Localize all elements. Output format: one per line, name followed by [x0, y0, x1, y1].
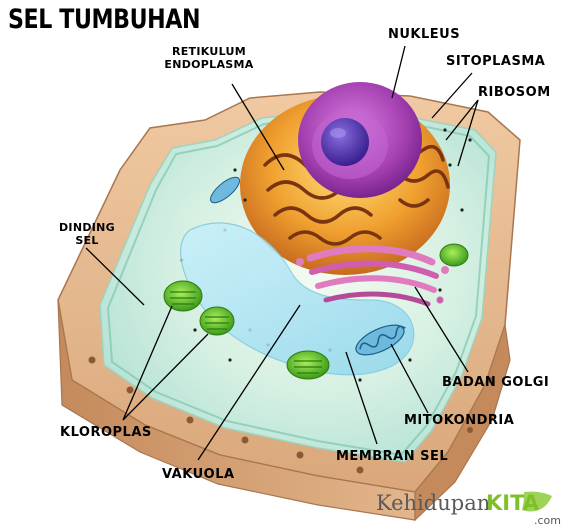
label-dinding-line2: SEL	[75, 233, 99, 247]
watermark-logo: Kehidupan KITA .com	[376, 491, 561, 527]
label-retikulum-endoplasma: RETIKULUM ENDOPLASMA	[158, 45, 260, 71]
nucleus	[298, 82, 422, 198]
label-dinding-line1: DINDING	[59, 221, 115, 234]
page-title: SEL TUMBUHAN	[8, 4, 201, 35]
mitochondria	[209, 176, 406, 356]
label-mitokondria: MITOKONDRIA	[404, 413, 515, 428]
watermark-prefix: Kehidupan	[376, 491, 490, 515]
label-badan-golgi: BADAN GOLGI	[442, 375, 550, 390]
chloroplasts	[163, 243, 469, 380]
label-ribosom: RIBOSOM	[478, 85, 551, 100]
nucleolus	[321, 118, 369, 166]
chloroplast-3	[286, 350, 330, 380]
golgi-body	[296, 245, 449, 307]
label-membran-sel: MEMBRAN SEL	[336, 449, 449, 464]
label-vakuola: VAKUOLA	[162, 467, 235, 482]
chloroplast-4	[439, 243, 469, 267]
leader-lines	[85, 45, 479, 461]
watermark-brand: KITA	[486, 491, 540, 515]
label-retikulum-line1: RETIKULUM	[171, 45, 247, 58]
label-kloroplas: KLOROPLAS	[60, 425, 152, 440]
vacuole	[180, 222, 415, 376]
chloroplast-2	[199, 306, 235, 336]
chloroplast-1	[163, 280, 203, 312]
watermark-suffix: .com	[534, 514, 561, 527]
leaf-icon	[522, 491, 552, 512]
label-retikulum-line2: ENDOPLASMA	[164, 57, 254, 71]
label-dinding-sel: DINDING SEL	[48, 221, 126, 247]
label-sitoplasma: SITOPLASMA	[446, 54, 546, 69]
cell-membrane	[106, 116, 491, 457]
label-nukleus: NUKLEUS	[388, 27, 461, 42]
